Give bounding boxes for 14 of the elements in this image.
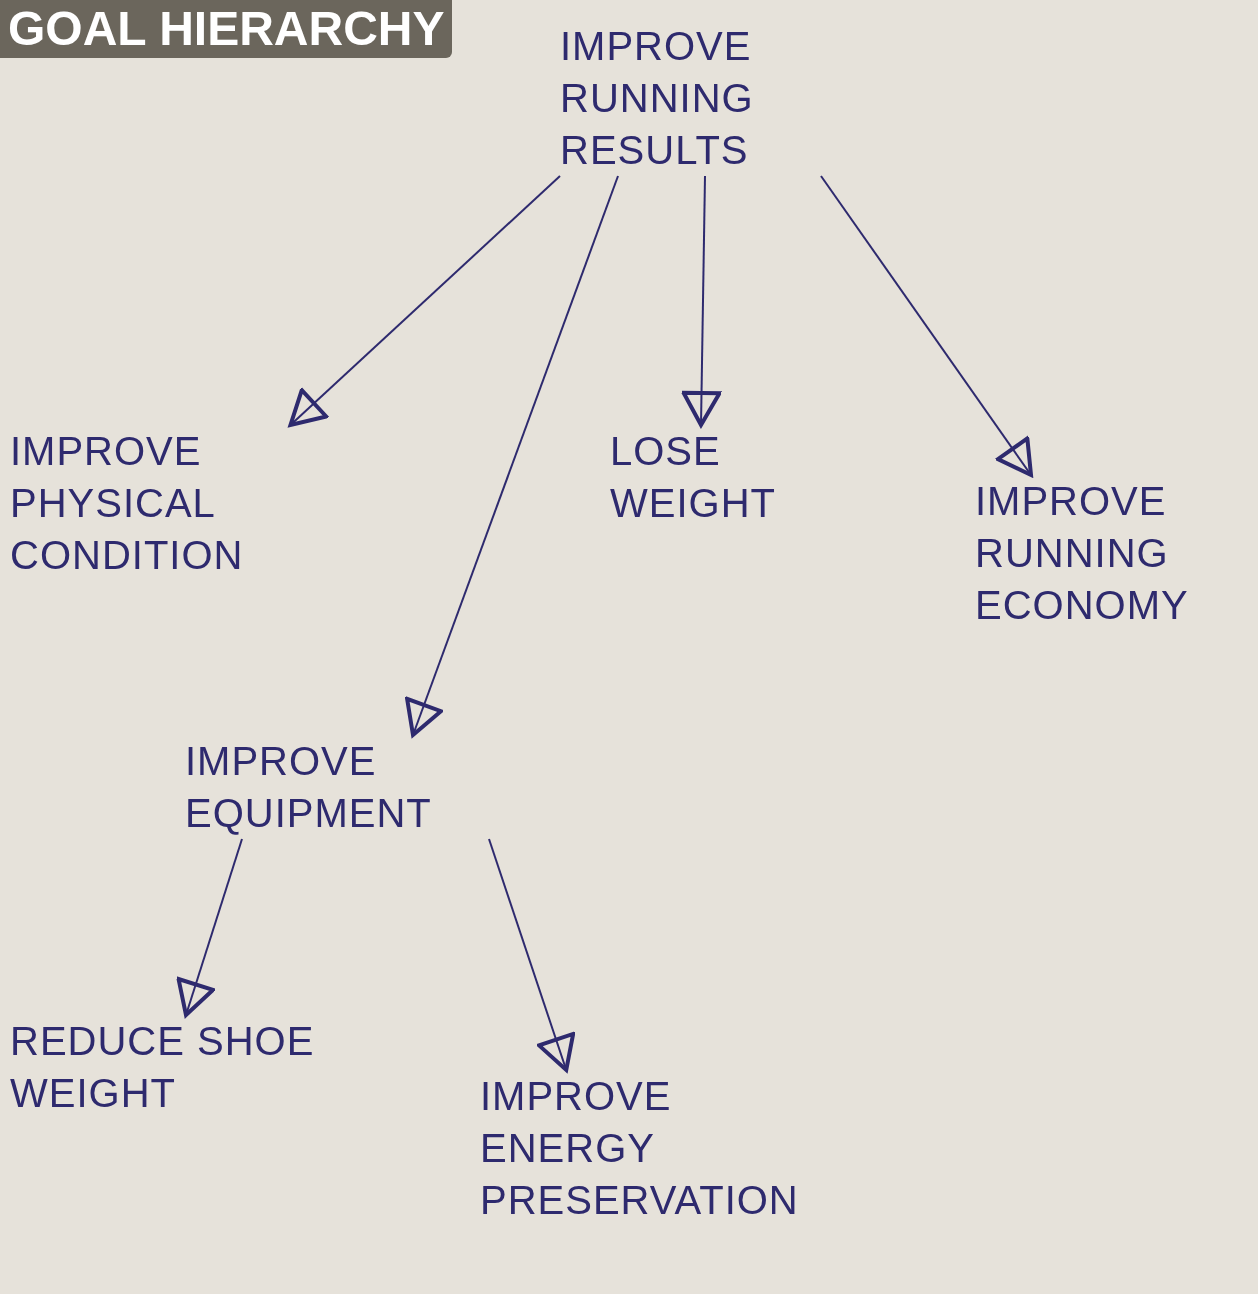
- goal-text: IMPROVE PHYSICAL CONDITION: [10, 428, 245, 579]
- arrow: [820, 175, 1033, 477]
- arrow: [288, 175, 561, 427]
- arrow: [681, 175, 722, 427]
- arrow: [405, 175, 619, 737]
- goal-text: REDUCE SHOE WEIGHT: [10, 1018, 316, 1117]
- title: GOAL HIERARCHY: [0, 0, 453, 58]
- goal-text: LOSE WEIGHT: [610, 428, 777, 527]
- goal-text: IMPROVE RUNNING RESULTS: [560, 23, 755, 174]
- goal-text: IMPROVE RUNNING ECONOMY: [975, 478, 1190, 629]
- arrow: [488, 838, 576, 1072]
- goal-text: IMPROVE ENERGY PRESERVATION: [480, 1073, 800, 1224]
- goal-text: IMPROVE EQUIPMENT: [185, 738, 433, 837]
- arrow: [176, 838, 243, 1017]
